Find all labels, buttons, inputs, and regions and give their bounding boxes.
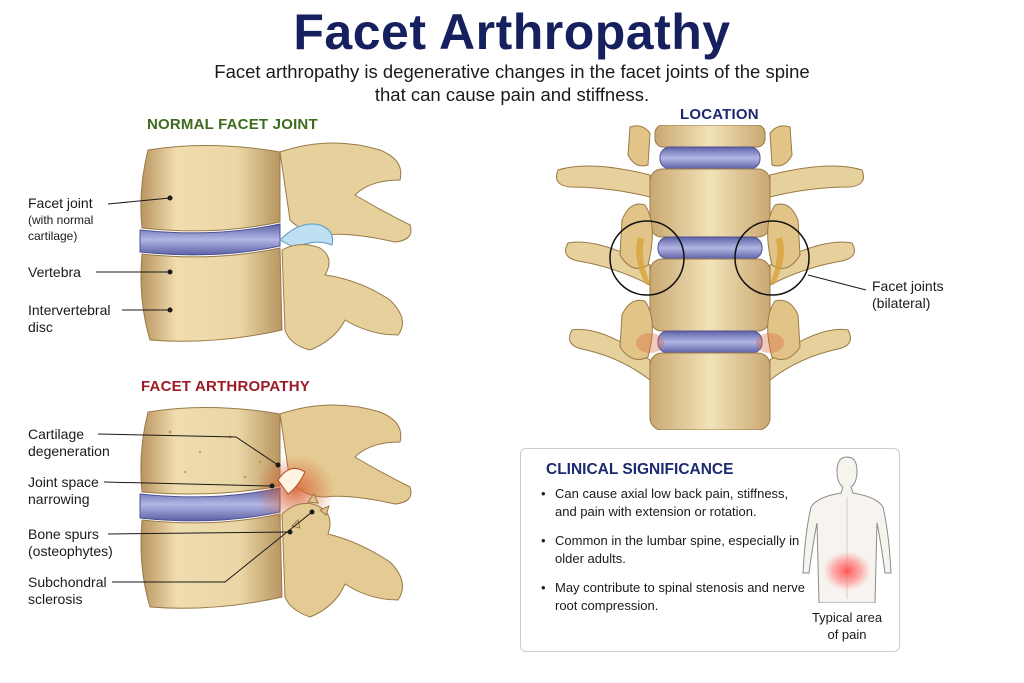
clinical-significance-card: CLINICAL SIGNIFICANCE Can cause axial lo…: [520, 448, 900, 652]
pain-caption-line-1: Typical area: [811, 610, 883, 625]
label-sclerosis-line-2: sclerosis: [28, 591, 83, 607]
narrowed-joint-space: [277, 467, 306, 495]
label-facet-joint-sub: (with normal: [28, 213, 94, 227]
label-cartilage-line-1: Cartilage: [28, 426, 85, 442]
clinical-bullet: Common in the lumbar spine, especially i…: [541, 532, 813, 568]
arthropathy-illustration: [139, 404, 412, 618]
page-title: Facet Arthropathy: [293, 4, 731, 60]
upper-vertebral-body: [140, 144, 281, 232]
facet-highlight-circle-left: [609, 220, 685, 296]
label-facet-joints-line-2: (bilateral): [872, 295, 931, 311]
normal-facet-illustration: [139, 142, 412, 351]
facet-joint-processes: [619, 125, 801, 360]
label-disc-line-2: disc: [28, 319, 53, 335]
label-spurs-line-2: (osteophytes): [28, 543, 113, 559]
label-cartilage-line-2: degeneration: [28, 443, 110, 459]
page-subtitle: Facet arthropathy is degenerative change…: [140, 60, 884, 106]
label-subchondral-sclerosis: Subchondral sclerosis: [28, 574, 107, 608]
pain-caption-line-2: of pain: [827, 627, 867, 642]
clinical-bullet-list: Can cause axial low back pain, stiffness…: [531, 485, 813, 626]
label-sclerosis-line-1: Subchondral: [28, 574, 107, 590]
spine-posterior-illustration: [556, 125, 864, 430]
label-joint-space-narrowing: Joint space narrowing: [28, 474, 99, 508]
inflamed-facet-right: [756, 333, 784, 353]
label-facet-joints-line-1: Facet joints: [872, 278, 944, 294]
normal-facet-heading: NORMAL FACET JOINT: [147, 116, 318, 133]
subtitle-line-2: that can cause pain and stiffness.: [374, 84, 650, 105]
intervertebral-disc: [139, 223, 281, 256]
pain-area: [823, 551, 871, 591]
transverse-processes: [556, 165, 864, 382]
label-narrowing-line-2: narrowing: [28, 491, 90, 507]
facet-highlight-circle-right: [734, 220, 810, 296]
arthro-lower-vertebral-body: [140, 513, 283, 609]
subtitle-line-1: Facet arthropathy is degenerative change…: [214, 61, 810, 82]
clinical-heading: CLINICAL SIGNIFICANCE: [546, 461, 734, 478]
location-heading: LOCATION: [680, 106, 759, 123]
label-facet-joint-text: Facet joint: [28, 195, 93, 211]
clinical-bullet: May contribute to spinal stenosis and ne…: [541, 579, 813, 615]
lower-facet-process: [281, 244, 403, 351]
lower-vertebral-body: [140, 247, 283, 342]
clinical-bullet: Can cause axial low back pain, stiffness…: [541, 485, 813, 521]
back-pain-figure: [802, 456, 892, 603]
label-facet-joint-sub2: cartilage): [28, 229, 78, 243]
arthropathy-heading: FACET ARTHROPATHY: [141, 378, 310, 395]
arthro-lower-facet-process: [281, 502, 403, 618]
label-facet-joints-bilateral: Facet joints (bilateral): [872, 278, 944, 312]
label-intervertebral-disc: Intervertebral disc: [28, 302, 110, 336]
vertebral-body-4: [649, 352, 771, 430]
facet-cartilage: [279, 223, 334, 249]
inflamed-facet-left: [636, 333, 664, 353]
label-bone-spurs: Bone spurs (osteophytes): [28, 526, 113, 560]
label-facet-joint: Facet joint (with normal cartilage): [28, 195, 93, 244]
label-spurs-line-1: Bone spurs: [28, 526, 99, 542]
label-cartilage-degeneration: Cartilage degeneration: [28, 426, 110, 460]
label-disc-line-1: Intervertebral: [28, 302, 111, 318]
label-narrowing-line-1: Joint space: [28, 474, 99, 490]
arthro-upper-vertebral-body: [140, 406, 281, 495]
pain-caption: Typical area of pain: [807, 609, 887, 643]
nerve-roots: [636, 237, 784, 285]
label-vertebra: Vertebra: [28, 264, 81, 280]
